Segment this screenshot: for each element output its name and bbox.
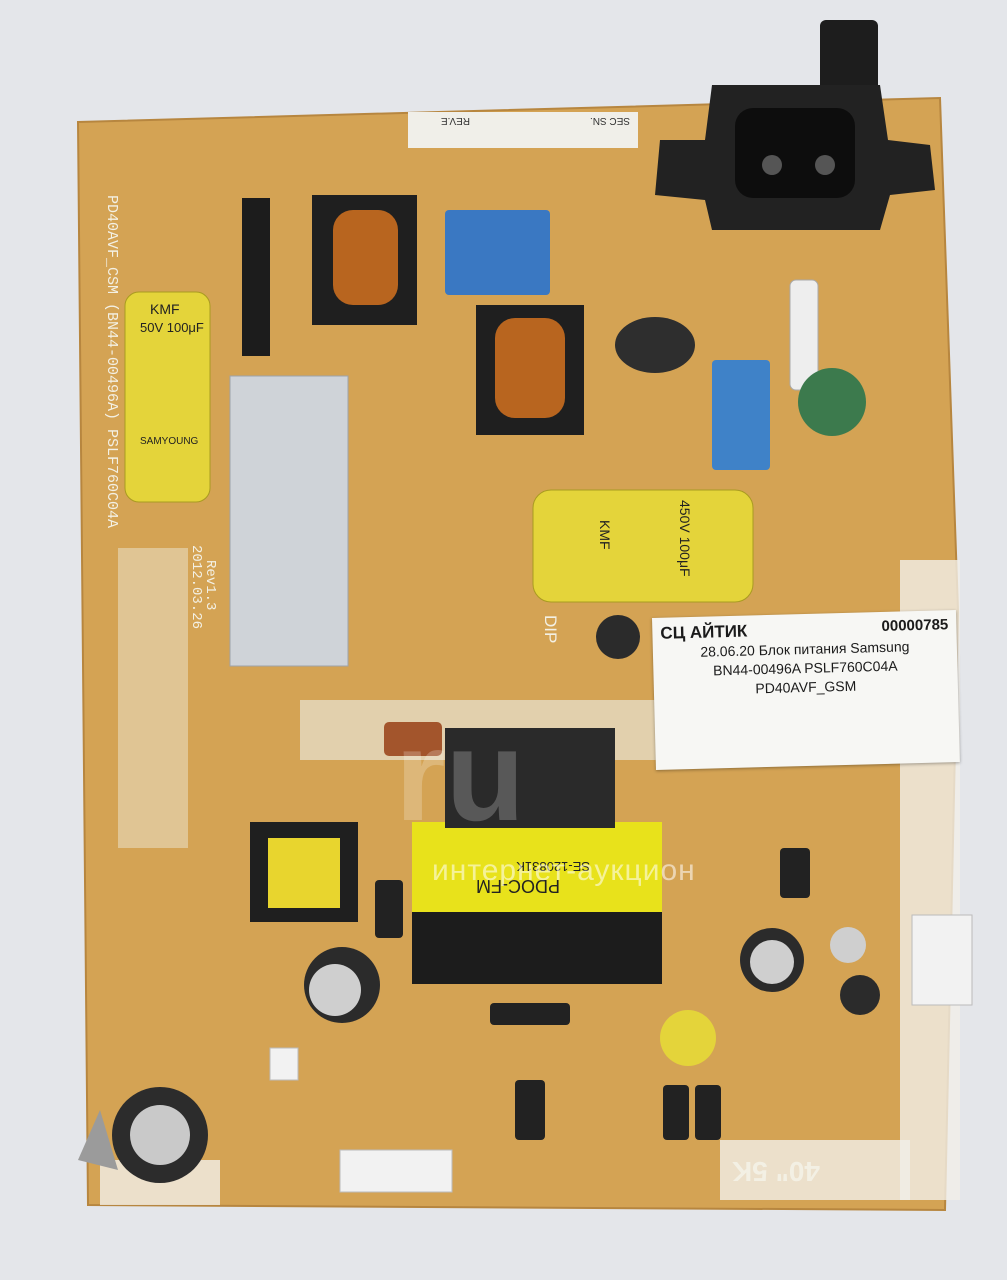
x-capacitor-1 xyxy=(445,210,550,295)
choke-1-winding xyxy=(333,210,398,305)
diode-1 xyxy=(375,880,403,938)
small-connector xyxy=(269,1047,299,1081)
ac-pin-right xyxy=(815,155,835,175)
output-connector-bottom xyxy=(339,1149,453,1193)
thermistor xyxy=(615,317,695,373)
sec-sn-silk: SEC SN. xyxy=(590,115,630,126)
choke-2-winding xyxy=(495,318,565,418)
main-transformer-core xyxy=(412,912,662,984)
transformer-code: SE-120831K xyxy=(516,859,590,874)
diode-5 xyxy=(780,848,810,898)
watermark-logo: ru xyxy=(395,702,525,848)
cap-small-brand: SAMYOUNG xyxy=(140,436,199,447)
mounting-lug-left xyxy=(78,1110,118,1170)
silk-area-bottom-right xyxy=(720,1140,910,1200)
cap-bottom-left-top xyxy=(130,1105,190,1165)
board-rev-silk: Rev1.3 xyxy=(202,560,218,610)
inventory-sticker: СЦ АЙТИК 00000785 28.06.20 Блок питания … xyxy=(652,610,960,770)
standby-transformer-winding xyxy=(268,838,340,908)
cap-small-series: KMF xyxy=(150,301,180,317)
ac-inlet-plug xyxy=(820,20,878,95)
ac-inlet-opening xyxy=(735,108,855,198)
dip-silk: DIP xyxy=(541,615,560,643)
main-transformer-top xyxy=(445,728,615,828)
sticker-company: СЦ АЙТИК xyxy=(660,621,748,643)
bridge-rectifier xyxy=(242,198,270,356)
board-date-silk: 2012.03.26 xyxy=(188,545,204,629)
cap-small-rating: 50V 100μF xyxy=(140,320,204,335)
cap-mid-left-top xyxy=(309,964,361,1016)
ceramic-cap-brown xyxy=(384,722,442,756)
rev-e-silk: REV.E xyxy=(441,115,470,126)
main-transformer-yellow xyxy=(412,822,662,922)
diode-3 xyxy=(663,1085,689,1140)
board-size-silk: 40" 5K xyxy=(732,1156,820,1187)
watermark-text: интернет-аукцион xyxy=(432,854,696,887)
x-capacitor-2 xyxy=(712,360,770,470)
sticker-code: 00000785 xyxy=(881,616,949,635)
cap-big-rating: 450V 100μF xyxy=(677,500,693,577)
ac-pin-left xyxy=(762,155,782,175)
varistor xyxy=(798,368,866,436)
cap-right-3 xyxy=(830,927,866,963)
transformer-label: PDOC-FM xyxy=(476,876,560,896)
silk-area-left xyxy=(118,548,188,848)
cap-right-2 xyxy=(840,975,880,1015)
cap-yellow-small xyxy=(660,1010,716,1066)
cap-dip-area xyxy=(596,615,640,659)
cap-right-1-top xyxy=(750,940,794,984)
board-model-silk: PD40AVF_CSM (BN44-00496A) PSLF760C04A xyxy=(103,195,120,528)
diode-6 xyxy=(490,1003,570,1025)
filter-cap-small xyxy=(124,291,211,503)
diode-2 xyxy=(515,1080,545,1140)
filter-cap-big xyxy=(532,489,754,603)
output-connector-right xyxy=(911,914,973,1006)
diode-4 xyxy=(695,1085,721,1140)
heatsink xyxy=(229,375,349,667)
silk-area-top xyxy=(408,112,638,148)
cap-big-series: KMF xyxy=(597,520,613,550)
